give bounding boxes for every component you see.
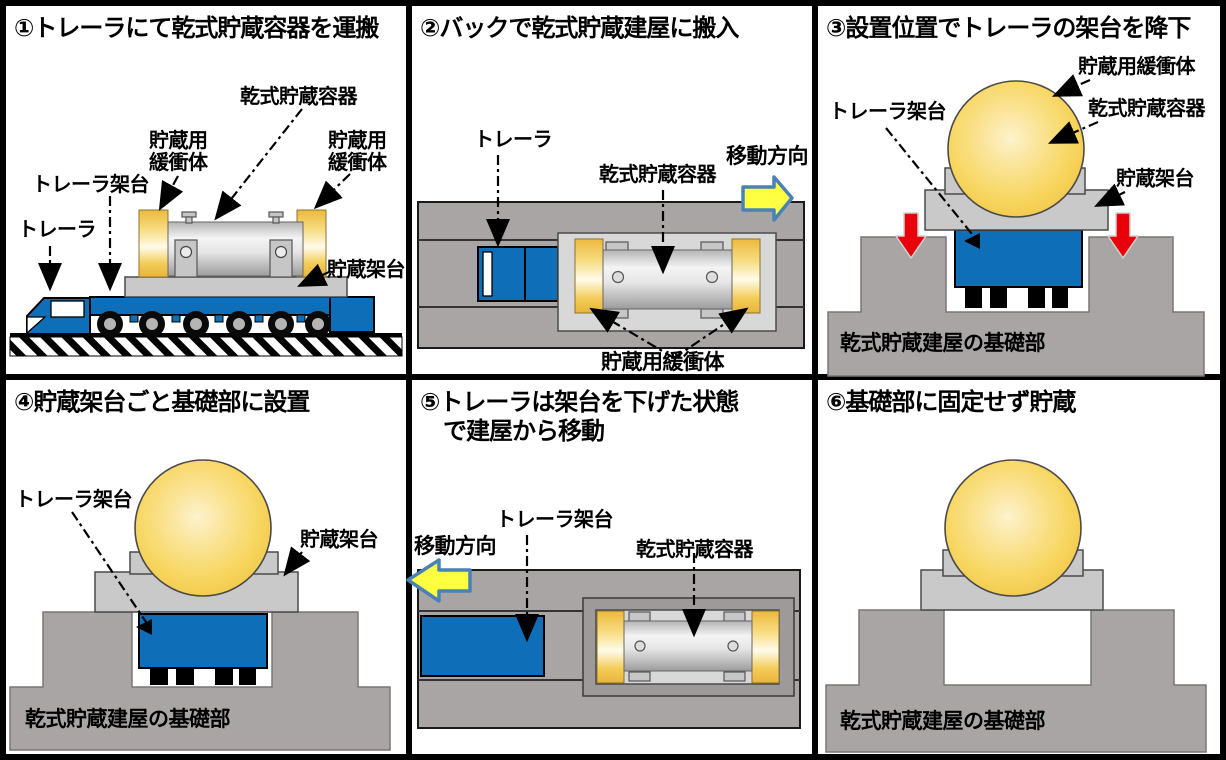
- panel-1-illustration: [9, 108, 403, 357]
- leader-arrowhead-left: [136, 619, 152, 635]
- label-cask: 乾式貯蔵容器: [240, 84, 358, 108]
- trailer-bed-top-view: [420, 615, 545, 677]
- panel-2: ②バックで乾式貯蔵建屋に搬入: [412, 6, 812, 374]
- direction-arrow-left-icon: [406, 558, 472, 603]
- label-trailer-bed: トレーラ架台: [496, 507, 614, 531]
- panel-5: ⑤トレーラは架台を下げた状態 で建屋から移動: [406, 380, 812, 754]
- panel-1: ①トレーラにて乾式貯蔵容器を運搬: [6, 6, 406, 374]
- trailer-cab-top: [482, 251, 493, 297]
- label-direction: 移動方向: [726, 144, 809, 168]
- label-trailer-bed: トレーラ架台: [829, 99, 947, 123]
- label-trailer: トレーラ: [474, 127, 553, 151]
- label-storage-stand: 貯蔵架台: [1116, 166, 1195, 190]
- ground-hatch: [9, 336, 403, 357]
- label-trailer-bed: トレーラ架台: [32, 172, 150, 196]
- leader-lines: [71, 511, 311, 635]
- label-trailer-bed: トレーラ架台: [15, 487, 133, 511]
- label-storage-stand: 貯蔵架台: [300, 527, 379, 551]
- storage-stand: [124, 276, 348, 298]
- leader-lines: [37, 108, 351, 292]
- leader-lines: [485, 155, 749, 359]
- label-buffer-left: 貯蔵用 緩衝体: [149, 128, 208, 175]
- lowering-arrows: [895, 212, 1139, 259]
- label-cask: 乾式貯蔵容器: [1088, 96, 1206, 120]
- label-cask: 乾式貯蔵容器: [599, 162, 717, 186]
- trailer-cab-window: [50, 300, 85, 318]
- dry-storage-cask: [167, 211, 304, 278]
- foundation: [827, 236, 1205, 377]
- leader-arrowhead-left: [964, 233, 980, 249]
- panel-4-title: ④貯蔵架台ごと基礎部に設置: [14, 388, 310, 416]
- label-buffer-right: 貯蔵用 緩衝体: [328, 128, 387, 175]
- panel-2-title: ②バックで乾式貯蔵建屋に搬入: [420, 14, 739, 42]
- trailer-wheels: [97, 311, 331, 337]
- leader-lines: [885, 74, 1126, 249]
- red-down-arrow-right-icon: [1107, 212, 1139, 259]
- label-storage-stand: 貯蔵架台: [327, 257, 406, 281]
- dry-storage-cask-end-view: [944, 459, 1082, 597]
- foundation: [825, 609, 1207, 753]
- panel-1-title: ①トレーラにて乾式貯蔵容器を運搬: [14, 14, 379, 42]
- panel-4-illustration: [9, 459, 391, 751]
- storage-buffers: [574, 238, 761, 314]
- label-trailer: トレーラ: [18, 217, 97, 241]
- direction-arrow-right-icon: [741, 175, 794, 222]
- label-foundation: 乾式貯蔵建屋の基礎部: [25, 707, 231, 731]
- trailer-platform: [138, 613, 268, 685]
- label-cask: 乾式貯蔵容器: [636, 537, 754, 561]
- panel-2-illustration: [417, 155, 805, 359]
- label-foundation: 乾式貯蔵建屋の基礎部: [840, 709, 1046, 733]
- panel-6-title: ⑥基礎部に固定せず貯蔵: [826, 388, 1076, 416]
- label-foundation: 乾式貯蔵建屋の基礎部: [840, 331, 1046, 355]
- panel-5-title: ⑤トレーラは架台を下げた状態 で建屋から移動: [420, 388, 739, 446]
- trailer-tail-block: [329, 296, 375, 333]
- leader-lines: [514, 535, 707, 643]
- dry-storage-cask-top-view: [623, 611, 753, 682]
- panel-4: ④貯蔵架台ごと基礎部に設置: [6, 380, 406, 754]
- panel-3-title: ③設置位置でトレーラの架台を降下: [826, 14, 1191, 42]
- trailer-front-wedge: [26, 316, 47, 335]
- ground: [9, 333, 403, 357]
- trailer: [26, 296, 375, 337]
- panel-3: ③設置位置でトレーラの架台を降下: [818, 6, 1220, 377]
- red-down-arrow-left-icon: [895, 212, 927, 259]
- panel-6: ⑥基礎部に固定せず貯蔵 乾式貯蔵建屋の基礎部: [818, 380, 1220, 754]
- trailer-top-view: [477, 246, 559, 302]
- label-buffer: 貯蔵用緩衝体: [601, 350, 725, 374]
- label-buffer: 貯蔵用緩衝体: [1078, 54, 1196, 78]
- panel-3-illustration: [827, 74, 1205, 377]
- panel-6-illustration: [825, 459, 1207, 753]
- dry-storage-cask-end-view: [134, 459, 272, 597]
- foundation: [9, 611, 391, 751]
- dry-storage-cask-end-view: [947, 80, 1085, 218]
- dry-storage-cask-top-view: [602, 241, 733, 319]
- panel-5-illustration: [406, 535, 801, 729]
- trailer-bed: [89, 296, 331, 316]
- storage-buffers: [596, 610, 780, 684]
- label-direction: 移動方向: [414, 534, 497, 558]
